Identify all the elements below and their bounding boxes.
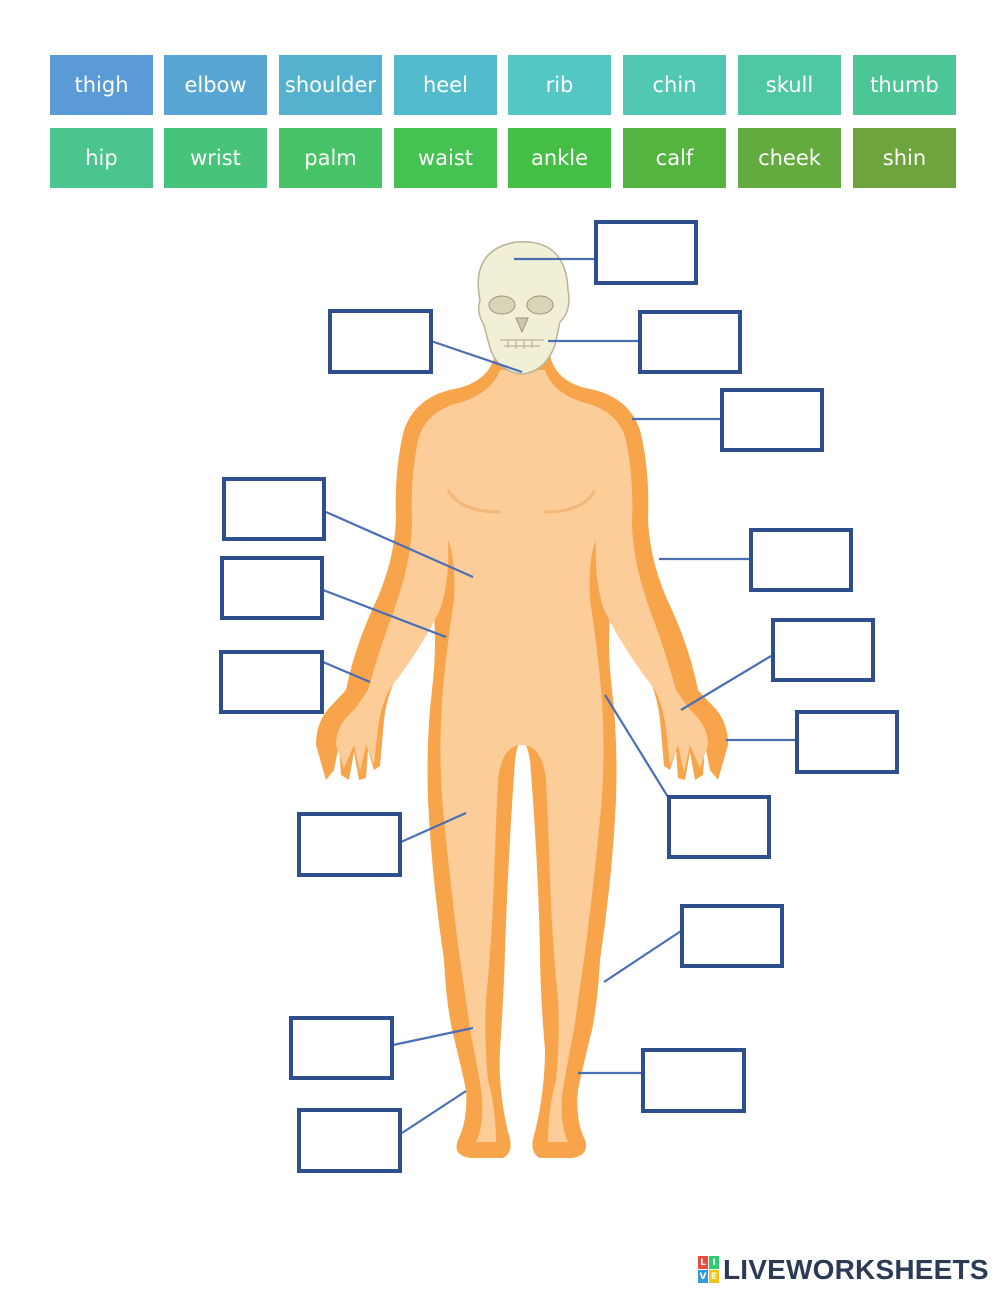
- teeth: [500, 339, 544, 349]
- word-chip-label: shoulder: [284, 73, 377, 97]
- word-chip-ankle[interactable]: ankle: [508, 128, 611, 188]
- word-chip-palm[interactable]: palm: [279, 128, 382, 188]
- word-chip-label: hip: [85, 146, 118, 170]
- answer-box-1[interactable]: [594, 220, 698, 285]
- word-chip-thumb[interactable]: thumb: [853, 55, 956, 115]
- leader-line-thigh: [400, 811, 467, 844]
- word-chip-label: rib: [545, 73, 574, 97]
- word-chip-label: thigh: [74, 73, 129, 97]
- word-chip-label: palm: [304, 146, 357, 170]
- leader-line-neck: [430, 339, 523, 374]
- body-silhouette: [316, 355, 728, 1158]
- word-chip-shoulder[interactable]: shoulder: [279, 55, 382, 115]
- right-eye-socket: [526, 295, 554, 315]
- leader-line-wrist: [322, 660, 371, 684]
- word-chip-wrist[interactable]: wrist: [164, 128, 267, 188]
- skull-shape: [477, 241, 570, 375]
- word-chip-calf[interactable]: calf: [623, 128, 726, 188]
- word-chip-rib[interactable]: rib: [508, 55, 611, 115]
- answer-box-12[interactable]: [297, 812, 402, 877]
- word-chip-elbow[interactable]: elbow: [164, 55, 267, 115]
- logo-text: LIVEWORKSHEETS: [723, 1254, 989, 1285]
- answer-box-4[interactable]: [720, 388, 824, 452]
- skull-illustration: [477, 241, 570, 375]
- answer-box-16[interactable]: [297, 1108, 402, 1173]
- leader-line-shin: [392, 1026, 474, 1047]
- word-chip-waist[interactable]: waist: [394, 128, 497, 188]
- word-chip-label: ankle: [530, 146, 589, 170]
- answer-box-15[interactable]: [641, 1048, 746, 1113]
- answer-box-13[interactable]: [680, 904, 784, 968]
- word-chip-label: elbow: [184, 73, 247, 97]
- liveworksheets-logo-mark: L I V E: [698, 1256, 720, 1284]
- word-chip-label: shin: [882, 146, 927, 170]
- logo-square-e: E: [709, 1270, 719, 1283]
- logo-square-v: V: [698, 1270, 708, 1283]
- answer-box-11[interactable]: [667, 795, 771, 859]
- answer-box-8[interactable]: [771, 618, 875, 682]
- chest-line-right: [543, 489, 597, 514]
- leader-lines: [322, 257, 797, 1134]
- word-chip-label: skull: [765, 73, 814, 97]
- word-chip-shin[interactable]: shin: [853, 128, 956, 188]
- logo-square-l: L: [698, 1256, 708, 1269]
- leader-line-hip: [604, 694, 669, 798]
- word-chip-label: wrist: [190, 146, 241, 170]
- word-chip-cheek[interactable]: cheek: [738, 128, 841, 188]
- leader-line-rib: [325, 510, 474, 579]
- answer-box-7[interactable]: [220, 556, 324, 620]
- word-chip-label: heel: [423, 73, 468, 97]
- answer-box-5[interactable]: [222, 477, 326, 541]
- word-chip-label: chin: [652, 73, 697, 97]
- word-chip-heel[interactable]: heel: [394, 55, 497, 115]
- left-eye-socket: [488, 295, 516, 315]
- liveworksheets-logo[interactable]: L I V E LIVEWORKSHEETS: [698, 1254, 989, 1286]
- leader-line-heel: [401, 1090, 467, 1134]
- answer-box-9[interactable]: [219, 650, 324, 714]
- answer-box-6[interactable]: [749, 528, 853, 592]
- word-chip-label: waist: [417, 146, 474, 170]
- nasal-cavity: [515, 317, 529, 334]
- word-chip-chin[interactable]: chin: [623, 55, 726, 115]
- word-chip-thigh[interactable]: thigh: [50, 55, 153, 115]
- leader-line-calf: [603, 930, 682, 983]
- word-chip-label: calf: [655, 146, 694, 170]
- answer-box-10[interactable]: [795, 710, 899, 774]
- leader-line-waist: [322, 588, 447, 639]
- word-chip-skull[interactable]: skull: [738, 55, 841, 115]
- word-chip-hip[interactable]: hip: [50, 128, 153, 188]
- chest-line-left: [446, 489, 501, 514]
- leader-line-palm: [680, 655, 772, 711]
- answer-box-14[interactable]: [289, 1016, 394, 1080]
- word-chip-label: thumb: [870, 73, 939, 97]
- body-inner: [336, 370, 708, 1142]
- answer-box-3[interactable]: [638, 310, 742, 374]
- logo-square-i: I: [709, 1256, 719, 1269]
- answer-box-2[interactable]: [328, 309, 433, 374]
- word-chip-label: cheek: [758, 146, 821, 170]
